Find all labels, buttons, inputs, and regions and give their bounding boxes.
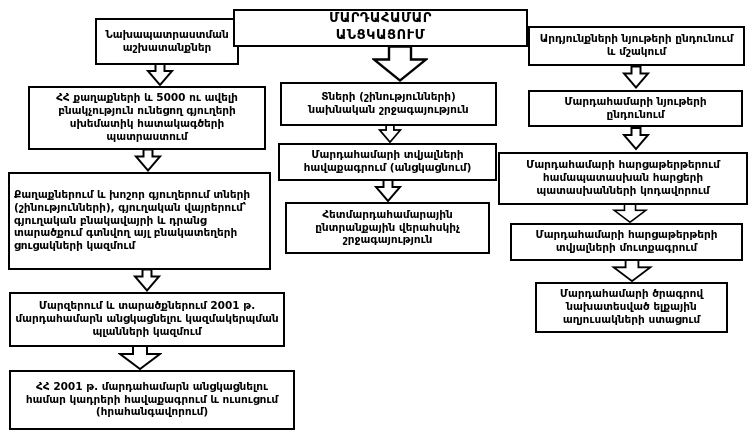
flow-box-schematic-plans: ՀՀ քաղաքների և 5000 ու ավելի բնակչությու… bbox=[28, 86, 266, 150]
flow-box-census-conduct-title: ՄԱՐԴԱՀԱՄԱՐ ԱՆՑԿԱՑՈՒՄ bbox=[233, 9, 528, 47]
flow-box-answers-coding: Մարդահամարի հարցաթերթերում համապատասխան … bbox=[498, 152, 748, 205]
flow-box-questionnaire-data-entry: Մարդահամարի հարցաթերթերի տվյալների մուտք… bbox=[510, 223, 743, 261]
flow-box-settlement-lists: Քաղաքներում և խոշոր գյուղերում տների (շի… bbox=[8, 172, 271, 270]
down-arrow-icon bbox=[621, 127, 651, 151]
down-arrow-icon bbox=[132, 269, 162, 292]
down-arrow-icon bbox=[611, 204, 649, 223]
flow-box-postcensus-control-tour: Հետմարդահամարային ընտրանքային վերահսկիչ … bbox=[285, 202, 490, 254]
down-arrow-icon bbox=[372, 46, 428, 82]
flow-box-data-collection: Մարդահամարի տվյալների հավաքագրում (անցկա… bbox=[278, 143, 497, 181]
flow-box-materials-reception: Մարդահամարի նյութերի ընդունում bbox=[528, 90, 743, 127]
down-arrow-icon bbox=[377, 124, 403, 143]
flow-box-results-reception-processing: Արդյունքների նյութերի ընդունում և մշակու… bbox=[528, 26, 745, 66]
flow-box-preliminary-tour: Տների (շինությունների) նախնական շրջագայո… bbox=[280, 82, 497, 126]
flow-box-preparation-works: Նախապատրաստման աշխատանքներ bbox=[95, 18, 239, 65]
down-arrow-icon bbox=[373, 180, 403, 202]
flow-box-output-tables: Մարդահամարի ծրագրով նախատեսված ելքային ա… bbox=[535, 282, 728, 333]
down-arrow-icon bbox=[145, 63, 175, 87]
down-arrow-icon bbox=[118, 346, 162, 370]
flow-box-staff-recruitment-training: ՀՀ 2001 թ. մարդահամարն անցկացնելու համար… bbox=[9, 370, 295, 430]
down-arrow-icon bbox=[133, 149, 163, 172]
flow-box-organization-plans: Մարզերում և տարածքներում 2001 թ. մարդահա… bbox=[9, 292, 285, 347]
down-arrow-icon bbox=[621, 65, 651, 90]
down-arrow-icon bbox=[610, 260, 654, 282]
